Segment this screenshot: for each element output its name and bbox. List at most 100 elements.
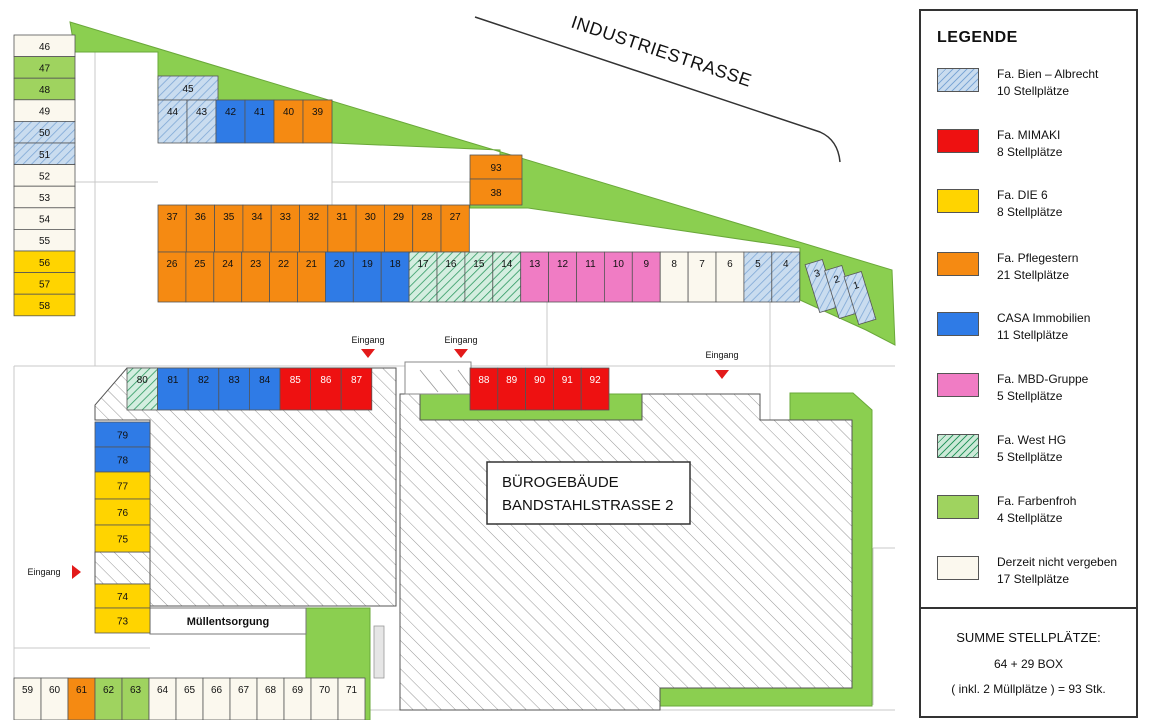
parking-spot-number: 24 (222, 259, 234, 270)
parking-spot-11: 11 (576, 251, 605, 303)
parking-spot-number: 90 (534, 375, 546, 386)
parking-spot-62: 62 (94, 677, 123, 720)
parking-spot-45: 45 (157, 75, 219, 101)
parking-spot-fill (242, 204, 272, 253)
legend-company: Fa. DIE 6 (997, 188, 1048, 202)
summary-total: ( inkl. 2 Müllplätze ) = 93 Stk. (951, 682, 1106, 696)
parking-spot-number: 44 (167, 107, 179, 118)
parking-spot-number: 54 (39, 215, 51, 226)
parking-spot-number: 68 (265, 685, 277, 696)
waste-area: Müllentsorgung (149, 607, 385, 679)
parking-spot-fill (248, 367, 281, 411)
parking-spot-fill (157, 367, 189, 411)
parking-spot-10: 10 (604, 251, 633, 303)
legend-company: Fa. MIMAKI (997, 128, 1061, 142)
parking-spot-number: 13 (529, 259, 541, 270)
parking-spot-number: 55 (39, 236, 51, 247)
parking-spot-number: 4 (783, 259, 789, 270)
legend-count: 21 Stellplätze (997, 268, 1070, 282)
parking-spot-number: 12 (557, 259, 569, 270)
parking-spot-91: 91 (553, 367, 582, 411)
parking-spot-17: 17 (408, 251, 438, 303)
parking-spot-number: 89 (506, 375, 518, 386)
entrance-label: Eingang (351, 335, 384, 345)
parking-spot-number: 1 (852, 280, 861, 292)
parking-spot-fill (157, 99, 188, 144)
parking-spot-number: 25 (194, 259, 206, 270)
legend-company: Fa. MBD-Gruppe (997, 372, 1089, 386)
parking-spot-23: 23 (241, 251, 270, 303)
parking-spot-37: 37 (157, 204, 187, 253)
legend-item-die6: Fa. DIE 6 8 Stellplätze (937, 185, 1132, 221)
legend-count: 10 Stellplätze (997, 84, 1070, 98)
parking-spot-number: 6 (727, 259, 733, 270)
parking-spot-fill (520, 251, 550, 303)
parking-spot-number: 79 (117, 431, 129, 442)
entrance-label: Eingang (27, 567, 60, 577)
parking-spot-26: 26 (157, 251, 187, 303)
parking-spot-number: 14 (501, 259, 513, 270)
parking-spot-number: 39 (312, 107, 324, 118)
parking-spot-number: 30 (365, 212, 377, 223)
legend-company: Fa. Bien – Albrecht (997, 67, 1099, 81)
parking-spot-25: 25 (185, 251, 215, 303)
parking-spot-88: 88 (469, 367, 499, 411)
parking-spot-57: 57 (13, 272, 76, 295)
building-label-line1: BÜROGEBÄUDE (502, 473, 619, 491)
parking-spot-32: 32 (299, 204, 329, 253)
parking-spot-85: 85 (279, 367, 312, 411)
parking-spot-number: 76 (117, 508, 129, 519)
entrance-arrow-icon (361, 349, 375, 358)
parking-spot-fill (337, 677, 366, 720)
parking-spot-50: 50 (13, 121, 76, 144)
parking-spot-number: 18 (390, 259, 402, 270)
legend-count: 11 Stellplätze (997, 328, 1069, 342)
parking-spot-number: 20 (334, 259, 346, 270)
parking-spot-68: 68 (256, 677, 285, 720)
legend-item-pflegestern: Fa. Pflegestern 21 Stellplätze (937, 248, 1132, 284)
parking-spot-number: 29 (393, 212, 405, 223)
parking-spot-8: 8 (659, 251, 689, 303)
parking-spot-fill (340, 367, 373, 411)
parking-spot-47: 47 (13, 56, 76, 79)
parking-spot-number: 58 (39, 301, 51, 312)
parking-spot-fill (244, 99, 275, 144)
parking-spot-fill (13, 677, 42, 720)
parking-spot-fill (771, 251, 801, 303)
parking-spot-number: 19 (362, 259, 374, 270)
parking-spot-number: 23 (250, 259, 262, 270)
parking-spot-number: 16 (445, 259, 457, 270)
parking-spot-76: 76 (94, 498, 151, 526)
parking-spot-number: 53 (39, 193, 51, 204)
parking-spot-number: 36 (195, 212, 207, 223)
parking-spot-fill (525, 367, 554, 411)
building-label-line2: BANDSTAHLSTRASSE 2 (502, 497, 673, 514)
parking-spot-44: 44 (157, 99, 188, 144)
parking-spot-fill (469, 154, 523, 180)
parking-spot-13: 13 (520, 251, 550, 303)
parking-spot-39: 39 (302, 99, 333, 144)
building-label: BÜROGEBÄUDE BANDSTAHLSTRASSE 2 (486, 461, 691, 525)
parking-spot-number: 43 (196, 107, 208, 118)
parking-spot-number: 45 (182, 84, 194, 95)
parking-spot-number: 2 (833, 274, 842, 286)
parking-spot-86: 86 (310, 367, 342, 411)
parking-spot-34: 34 (242, 204, 272, 253)
parking-spot-fill (283, 677, 312, 720)
legend-item-mbd: Fa. MBD-Gruppe 5 Stellplätze (937, 369, 1132, 405)
legend-company: Fa. Pflegestern (997, 251, 1079, 265)
legend-count: 5 Stellplätze (997, 389, 1063, 403)
parking-spot-fill (631, 251, 661, 303)
parking-spot-14: 14 (492, 251, 522, 303)
parking-spot-number: 92 (590, 375, 602, 386)
parking-spot-number: 50 (39, 128, 51, 139)
parking-spot-16: 16 (436, 251, 466, 303)
parking-spot-fill (464, 251, 494, 303)
parking-spot-number: 70 (319, 685, 331, 696)
parking-spot-number: 3 (813, 268, 822, 280)
parking-spot-number: 71 (346, 685, 358, 696)
parking-spot-77: 77 (94, 471, 151, 500)
parking-spot-fill (743, 251, 773, 303)
entrance-arrow-icon (715, 370, 729, 379)
legend-item-casa: CASA Immobilien 11 Stellplätze (937, 308, 1132, 344)
